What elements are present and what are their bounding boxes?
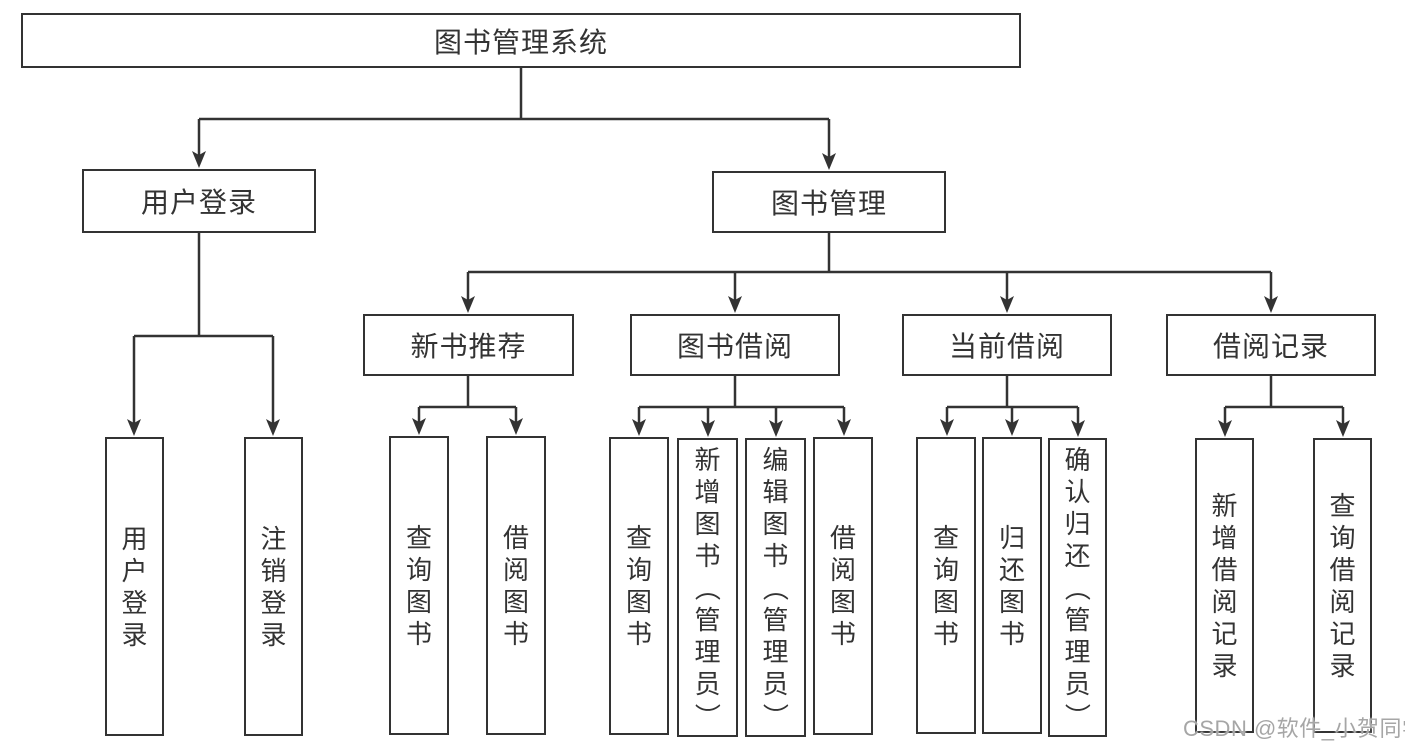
- leaf-query-books-3: 查询图书: [916, 437, 976, 734]
- node-current-borrow: 当前借阅: [902, 314, 1112, 376]
- node-current-borrow-label: 当前借阅: [948, 331, 1065, 362]
- node-user-login-label: 用户登录: [140, 187, 257, 218]
- node-new-book-recommend-label: 新书推荐: [410, 331, 527, 362]
- leaf-edit-book-admin: 编辑图书（管理员）: [745, 438, 806, 737]
- leaf-query-books-2: 查询图书: [609, 437, 669, 735]
- node-borrow-records-label: 借阅记录: [1212, 331, 1329, 362]
- leaf-query-books-1: 查询图书: [389, 436, 449, 735]
- leaf-return-book: 归还图书: [982, 437, 1042, 734]
- node-book-borrow-label: 图书借阅: [676, 331, 793, 362]
- node-root-system: 图书管理系统: [21, 13, 1021, 68]
- leaf-confirm-return-admin: 确认归还（管理员）: [1048, 438, 1107, 737]
- node-borrow-records: 借阅记录: [1166, 314, 1376, 376]
- node-new-book-recommend: 新书推荐: [363, 314, 574, 376]
- csdn-watermark: CSDN @软件_小贺同学: [1183, 716, 1405, 741]
- leaf-add-book-admin: 新增图书（管理员）: [677, 438, 738, 737]
- leaf-user-login: 用户登录: [105, 437, 164, 736]
- node-root-label: 图书管理系统: [433, 26, 608, 58]
- leaf-logout: 注销登录: [244, 437, 303, 736]
- node-book-borrow: 图书借阅: [630, 314, 840, 376]
- leaf-borrow-books-2: 借阅图书: [813, 437, 873, 735]
- node-book-management-label: 图书管理: [770, 188, 887, 219]
- leaf-add-borrow-record: 新增借阅记录: [1195, 438, 1254, 733]
- node-user-login: 用户登录: [82, 169, 316, 233]
- leaf-borrow-books-1: 借阅图书: [486, 436, 546, 735]
- leaf-query-borrow-record: 查询借阅记录: [1313, 438, 1372, 733]
- node-book-management: 图书管理: [712, 171, 946, 233]
